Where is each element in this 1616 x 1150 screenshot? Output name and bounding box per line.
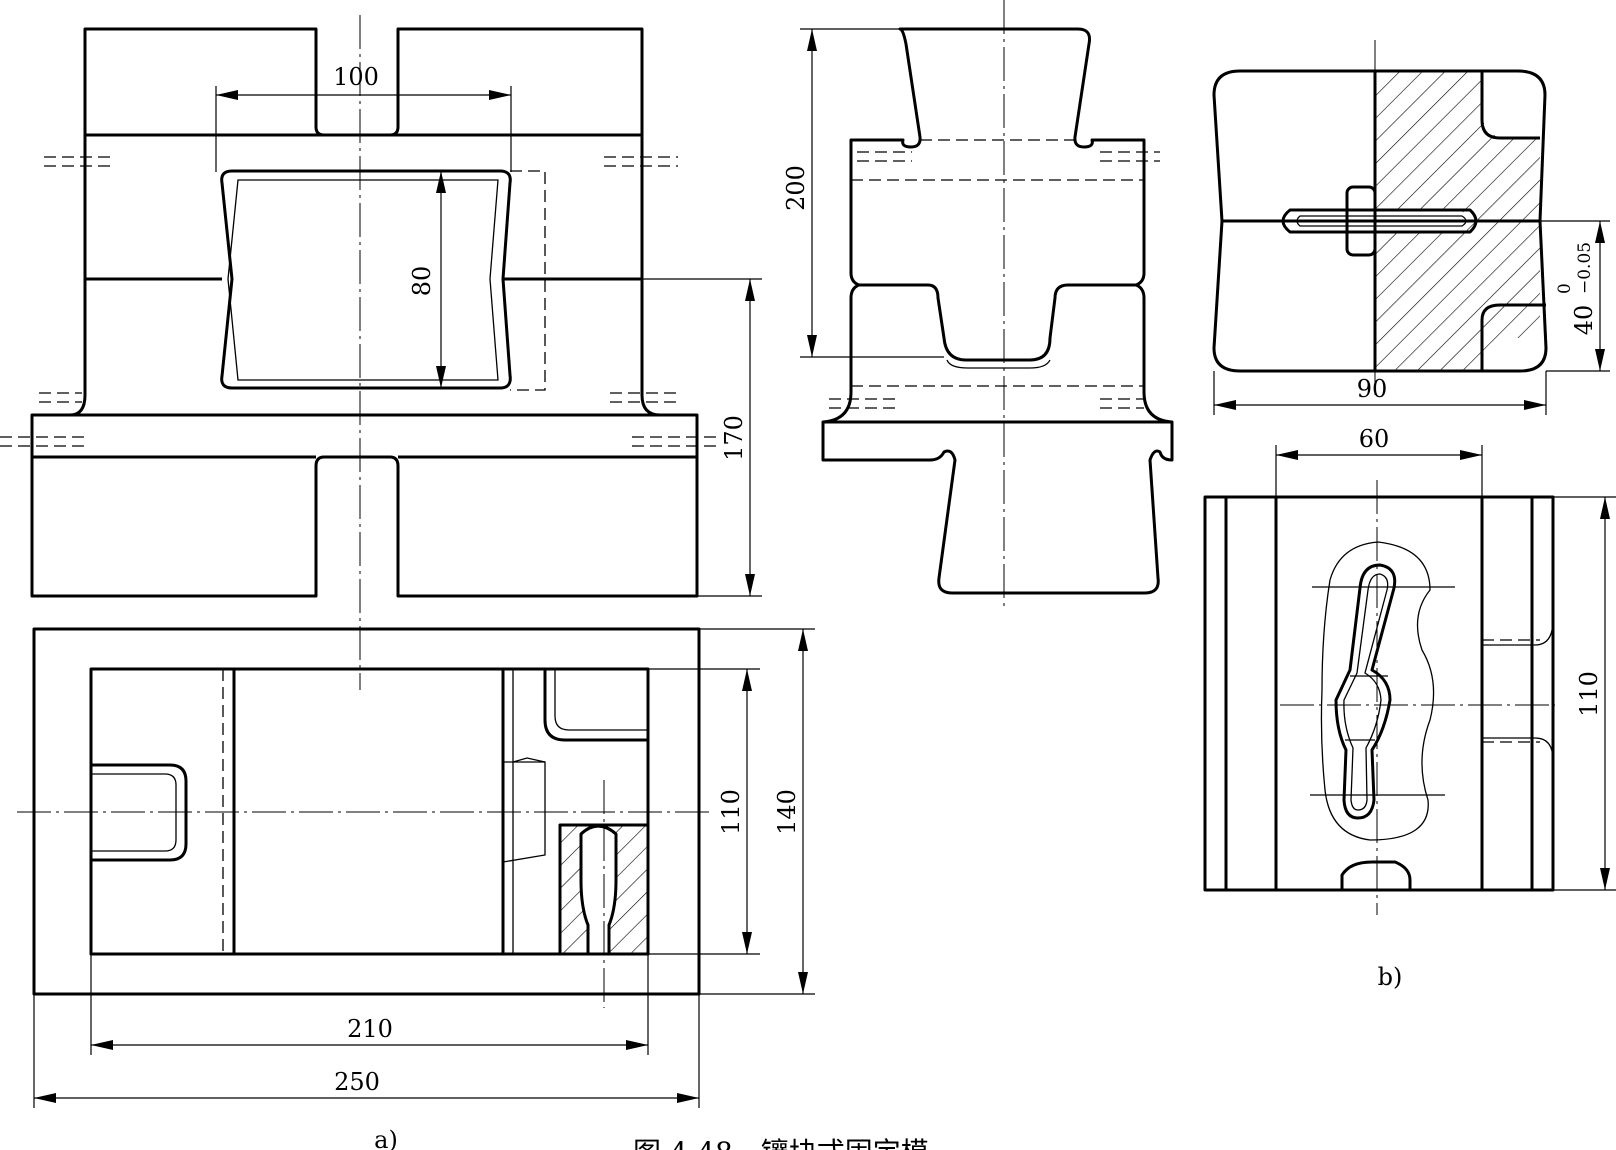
arrowhead bbox=[1276, 450, 1298, 460]
side-lower-cavity-inner bbox=[946, 359, 1051, 369]
dim-label-110b: 110 bbox=[1575, 671, 1603, 717]
arrowhead bbox=[677, 1093, 699, 1103]
dim-label-210: 210 bbox=[347, 1015, 393, 1043]
hatched-section bbox=[560, 825, 648, 954]
dim-label-170: 170 bbox=[720, 415, 748, 461]
side-view-outline bbox=[821, 27, 1174, 595]
arrowhead bbox=[807, 29, 817, 51]
view-b-side: 200 bbox=[782, 0, 1174, 610]
die-insert-inner bbox=[227, 179, 499, 381]
arrowhead bbox=[1460, 450, 1482, 460]
upper-right-pocket bbox=[543, 669, 648, 742]
view-a-plan: 110 140 210 250 a) bbox=[17, 627, 815, 1150]
arrowhead bbox=[91, 1040, 113, 1050]
section-hatch bbox=[1375, 71, 1540, 371]
section-outline bbox=[1212, 69, 1548, 373]
arrowhead bbox=[626, 1040, 648, 1050]
arrowhead bbox=[436, 366, 446, 388]
forging-cavity bbox=[1334, 563, 1397, 820]
trapezoid-key bbox=[502, 761, 546, 863]
b-plan-groove-dash bbox=[1482, 639, 1540, 743]
side-lower-cavity bbox=[859, 283, 1136, 362]
arrowhead bbox=[436, 171, 446, 193]
arrowhead bbox=[1595, 349, 1605, 371]
view-b-section: 90 40 0 −0.05 bbox=[1212, 40, 1610, 415]
tol-lower: −0.05 bbox=[1575, 242, 1595, 294]
upper-holder-outline bbox=[30, 27, 699, 598]
arrowhead bbox=[1600, 868, 1610, 890]
dim-label-110: 110 bbox=[717, 789, 745, 835]
arrowhead bbox=[807, 335, 817, 357]
forging-cavity-inner bbox=[1343, 573, 1389, 811]
upper-right-pocket-inner bbox=[554, 669, 648, 731]
dim-label-60: 60 bbox=[1359, 425, 1390, 453]
bottom-insert-hatch bbox=[1342, 862, 1372, 890]
hidden-outline bbox=[510, 170, 546, 391]
arrowhead bbox=[216, 90, 238, 100]
arrowhead bbox=[489, 90, 511, 100]
insert-slot-inner bbox=[1296, 215, 1467, 227]
arrowhead bbox=[1524, 400, 1546, 410]
arrowhead bbox=[1600, 497, 1610, 519]
arrowhead bbox=[1595, 221, 1605, 243]
arrowhead bbox=[798, 972, 808, 994]
b-plan-groove bbox=[1482, 619, 1554, 761]
view-b-plan: 60 110 b) bbox=[1203, 425, 1616, 991]
dim-label-80: 80 bbox=[408, 266, 436, 297]
cavity-profile bbox=[579, 824, 618, 954]
trapezoid-key-outer bbox=[512, 757, 546, 763]
arrowhead bbox=[742, 669, 752, 691]
section-pocket-top bbox=[1480, 71, 1540, 140]
arrowhead bbox=[1214, 400, 1236, 410]
dim-label-250: 250 bbox=[334, 1068, 380, 1096]
view-a-label: a) bbox=[374, 1126, 398, 1150]
die-insert bbox=[220, 169, 512, 390]
section-pocket-bottom bbox=[1480, 303, 1546, 371]
dim-label-90: 90 bbox=[1357, 375, 1388, 403]
figure-caption: 图 4-48 镶块式固定模 bbox=[633, 1136, 929, 1150]
arrowhead bbox=[798, 629, 808, 651]
dim-label-140: 140 bbox=[773, 789, 801, 835]
arrowhead bbox=[745, 279, 755, 301]
dim-label-200: 200 bbox=[782, 165, 810, 211]
arrowhead bbox=[745, 574, 755, 596]
insert-slot bbox=[1281, 208, 1478, 234]
dim-label-100: 100 bbox=[333, 63, 379, 91]
view-b-label: b) bbox=[1378, 963, 1403, 991]
flash-outline bbox=[1320, 541, 1435, 841]
tol-upper: 0 bbox=[1555, 283, 1575, 294]
arrowhead bbox=[34, 1093, 56, 1103]
dim-label-40: 40 bbox=[1570, 305, 1598, 336]
arrowhead bbox=[742, 932, 752, 954]
view-a-front: 100 80 170 bbox=[0, 15, 762, 690]
b-plan-frame bbox=[1203, 495, 1555, 892]
